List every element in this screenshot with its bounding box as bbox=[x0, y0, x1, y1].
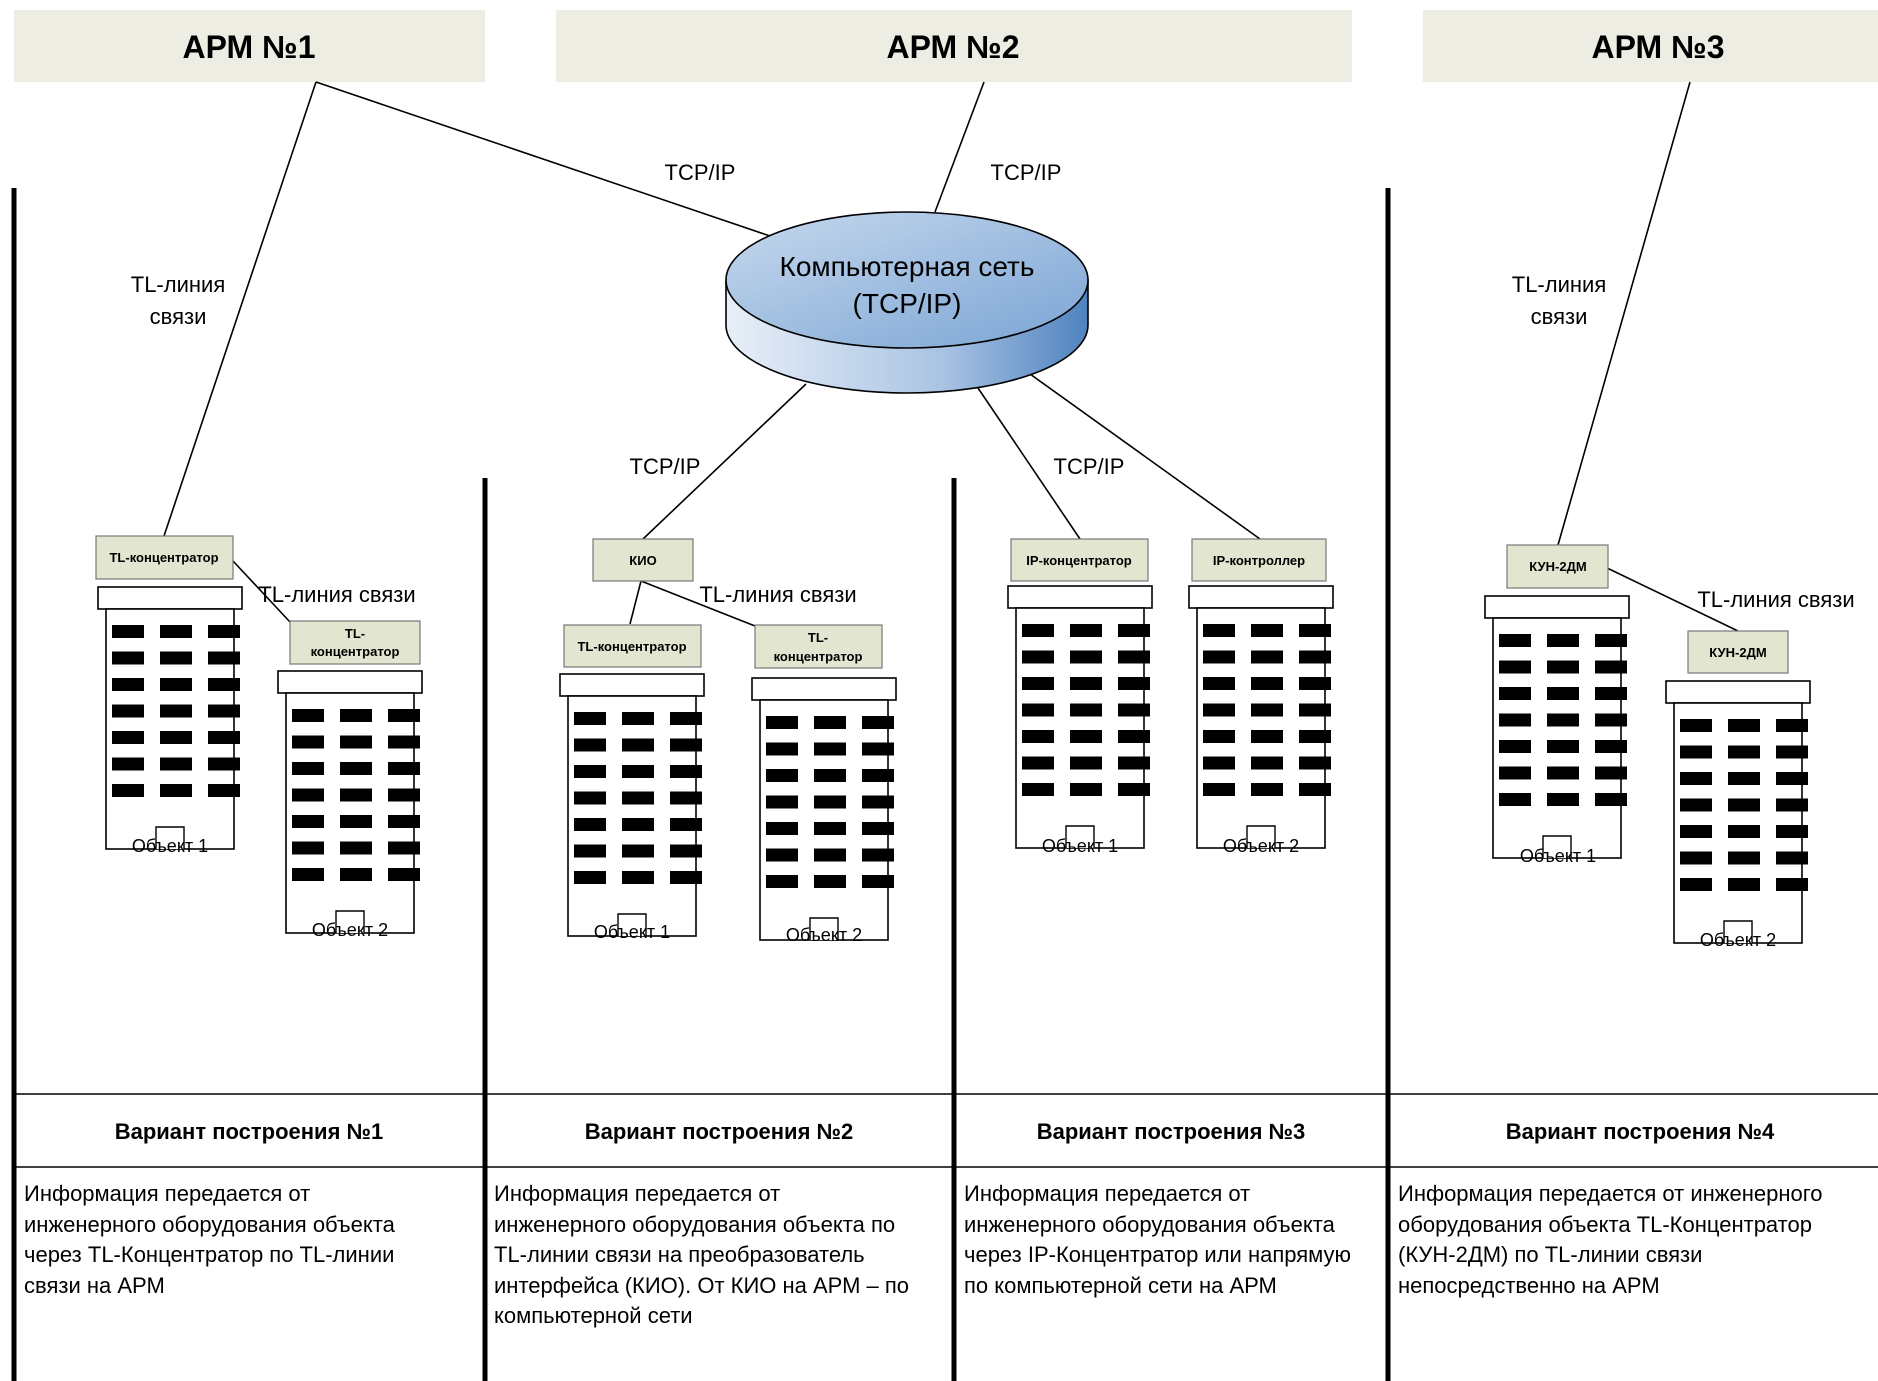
arm-3-title: АРМ №3 bbox=[1591, 29, 1724, 65]
line-kio-tl-hub-2 bbox=[640, 580, 756, 627]
svg-text:IP-концентратор: IP-концентратор bbox=[1026, 553, 1131, 568]
label-tl-line-v2: TL-линия связи bbox=[699, 582, 856, 607]
variant-3-title: Вариант построения №3 bbox=[1037, 1119, 1306, 1144]
line-arm1-tl-hub bbox=[163, 81, 317, 537]
computer-network: Компьютерная сеть (TCP/IP) bbox=[725, 211, 1089, 394]
line-network-ip-controller bbox=[1029, 373, 1261, 540]
object-label: Объект 2 bbox=[1700, 930, 1776, 950]
column-separators bbox=[11, 188, 1391, 1381]
tl-hub-v1-a: TL-концентратор bbox=[95, 535, 234, 580]
arm-2-title: АРМ №2 bbox=[886, 29, 1019, 65]
variant-2-description: Информация передается от инженерного обо… bbox=[494, 1181, 910, 1328]
line-kun-kun bbox=[1604, 566, 1739, 632]
arm-2-header: АРМ №2 bbox=[556, 10, 1352, 82]
object-label: Объект 1 bbox=[132, 836, 208, 856]
line-arm2-network bbox=[934, 81, 985, 213]
building-icon bbox=[1007, 585, 1153, 849]
arm-1-header: АРМ №1 bbox=[14, 10, 485, 82]
line-kio-tl-hub-1 bbox=[629, 580, 642, 625]
svg-text:концентратор: концентратор bbox=[311, 644, 400, 659]
line-arm1-network bbox=[315, 81, 771, 237]
devices: TL-концентратор TL- концентратор КИО TL-… bbox=[95, 535, 1789, 674]
variant-4-description: Информация передается от инженерного обо… bbox=[1398, 1181, 1823, 1298]
building-icon bbox=[277, 670, 423, 934]
object-label: Объект 1 bbox=[1520, 846, 1596, 866]
building-icon bbox=[1484, 595, 1630, 859]
object-label: Объект 2 bbox=[786, 925, 862, 945]
label-tcpip-2: TCP/IP bbox=[991, 160, 1062, 185]
arm-3-header: АРМ №3 bbox=[1423, 10, 1878, 82]
svg-text:TL-концентратор: TL-концентратор bbox=[577, 639, 686, 654]
connection-lines bbox=[163, 81, 1739, 632]
label-tcpip-1: TCP/IP bbox=[665, 160, 736, 185]
variant-4-title: Вариант построения №4 bbox=[1506, 1119, 1775, 1144]
variant-titles: Вариант построения №1 Вариант построения… bbox=[115, 1119, 1775, 1144]
variant-3-description: Информация передается от инженерного обо… bbox=[964, 1181, 1352, 1298]
ip-controller-box: IP-контроллер bbox=[1191, 538, 1327, 582]
label-tcpip-4: TCP/IP bbox=[1054, 454, 1125, 479]
building-icon bbox=[97, 586, 243, 850]
label-tl-line-4a: TL-линия bbox=[1512, 272, 1606, 297]
svg-text:КУН-2ДМ: КУН-2ДМ bbox=[1529, 559, 1586, 574]
svg-text:TL-: TL- bbox=[345, 626, 365, 641]
object-label: Объект 1 bbox=[1042, 836, 1118, 856]
object-label: Объект 1 bbox=[594, 922, 670, 942]
label-tl-line-v4: TL-линия связи bbox=[1697, 587, 1854, 612]
object-labels: Объект 1 Объект 2 Объект 1 Объект 2 Объе… bbox=[132, 836, 1776, 950]
label-tl-line-v1: TL-линия связи bbox=[258, 582, 415, 607]
line-network-ip-hub bbox=[977, 387, 1081, 540]
network-label-2: (TCP/IP) bbox=[853, 288, 962, 319]
network-label-1: Компьютерная сеть bbox=[780, 251, 1035, 282]
ip-hub-box: IP-концентратор bbox=[1010, 538, 1149, 582]
line-tl-hub-to-tl-hub bbox=[232, 560, 291, 623]
svg-text:концентратор: концентратор bbox=[774, 649, 863, 664]
line-arm3-kun bbox=[1557, 81, 1691, 546]
tl-hub-v1-b: TL- концентратор bbox=[289, 620, 421, 665]
variant-2-title: Вариант построения №2 bbox=[585, 1119, 854, 1144]
buildings bbox=[97, 585, 1811, 944]
kun-box-2: КУН-2ДМ bbox=[1687, 630, 1789, 674]
building-icon bbox=[1665, 680, 1811, 944]
arm-1-title: АРМ №1 bbox=[182, 29, 315, 65]
svg-text:IP-контроллер: IP-контроллер bbox=[1213, 553, 1305, 568]
kio-box: КИО bbox=[592, 538, 694, 582]
object-label: Объект 2 bbox=[312, 920, 388, 940]
kun-box-1: КУН-2ДМ bbox=[1506, 544, 1609, 589]
edge-labels: TCP/IP TCP/IP TCP/IP TCP/IP TL-линия свя… bbox=[131, 160, 1855, 612]
label-tl-line-4b: связи bbox=[1531, 304, 1588, 329]
building-icon bbox=[751, 677, 897, 941]
variant-1-description: Информация передается от инженерного обо… bbox=[24, 1181, 395, 1298]
variant-table bbox=[14, 1093, 1878, 1168]
label-tcpip-3: TCP/IP bbox=[630, 454, 701, 479]
object-label: Объект 2 bbox=[1223, 836, 1299, 856]
line-network-kio bbox=[642, 383, 807, 540]
variant-1-title: Вариант построения №1 bbox=[115, 1119, 384, 1144]
label-tl-line-1b: связи bbox=[150, 304, 207, 329]
svg-text:TL-: TL- bbox=[808, 630, 828, 645]
svg-text:TL-концентратор: TL-концентратор bbox=[109, 550, 218, 565]
tl-hub-v2-a: TL-концентратор bbox=[563, 624, 702, 668]
label-tl-line-1a: TL-линия bbox=[131, 272, 225, 297]
svg-text:КИО: КИО bbox=[629, 553, 656, 568]
svg-text:КУН-2ДМ: КУН-2ДМ bbox=[1709, 645, 1766, 660]
tl-hub-v2-b: TL- концентратор bbox=[754, 624, 883, 669]
building-icon bbox=[1188, 585, 1334, 849]
building-icon bbox=[559, 673, 705, 937]
